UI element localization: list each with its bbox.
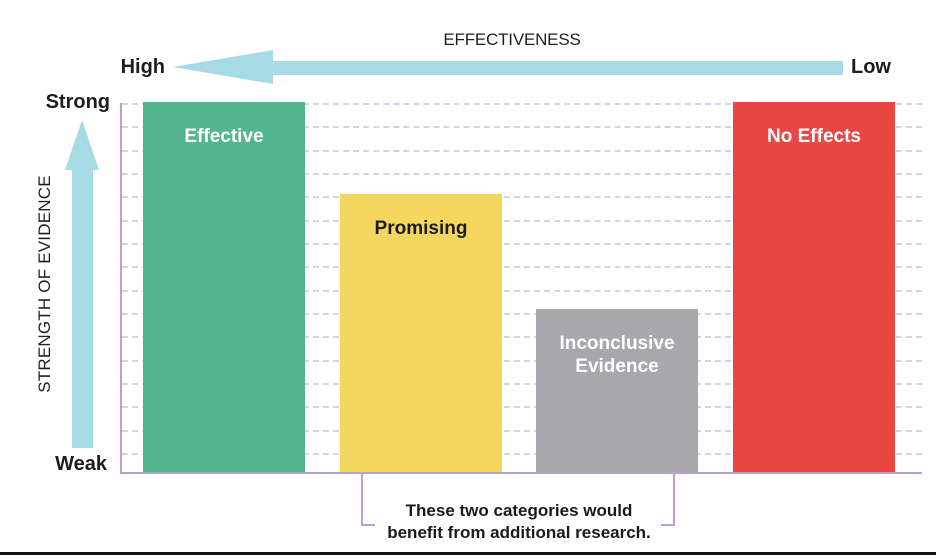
gridline (122, 429, 922, 432)
gridline (122, 289, 922, 292)
gridline (122, 243, 922, 245)
up-arrow-icon (65, 120, 99, 170)
effectiveness-low-label: Low (851, 56, 891, 78)
gridline (122, 359, 922, 362)
bar-no-effects: No Effects (733, 102, 895, 472)
gridline (122, 219, 922, 222)
annotation-bracket-right (661, 474, 675, 526)
gridline (122, 196, 922, 199)
strength-of-evidence-axis-title: STRENGTH OF EVIDENCE (35, 175, 54, 393)
strength-weak-label: Weak (55, 453, 107, 475)
gridline (122, 149, 922, 152)
annotation-line-1: These two categories would (405, 501, 633, 520)
gridline (122, 313, 922, 315)
bar-label: No Effects (767, 126, 861, 147)
gridline (122, 453, 922, 455)
bar-label: Inconclusive Evidence (559, 333, 675, 377)
strength-strong-label: Strong (45, 91, 110, 113)
bar-effective: Effective (143, 102, 305, 472)
gridline (122, 103, 922, 105)
gridline (122, 383, 922, 385)
gridline (122, 336, 922, 339)
bar-label: Promising (374, 218, 468, 239)
effectiveness-high-label: High (120, 56, 165, 78)
gridline (122, 126, 922, 129)
bar-promising: Promising (340, 194, 502, 472)
left-arrow-icon (173, 50, 273, 84)
effectiveness-axis-title: EFFECTIVENESS (443, 30, 581, 49)
bottom-divider (0, 552, 936, 555)
strength-arrow-shaft (72, 168, 93, 448)
bar-inconclusive-evidence: Inconclusive Evidence (536, 309, 698, 472)
annotation-line-2: benefit from additional research. (387, 523, 651, 542)
annotation-bracket-left (361, 474, 375, 526)
effectiveness-arrow-shaft (272, 61, 843, 75)
gridline (122, 266, 922, 269)
gridline (122, 173, 922, 175)
gridline (122, 406, 922, 409)
annotation-text: These two categories would benefit from … (369, 500, 669, 544)
bar-label: Effective (184, 126, 264, 147)
